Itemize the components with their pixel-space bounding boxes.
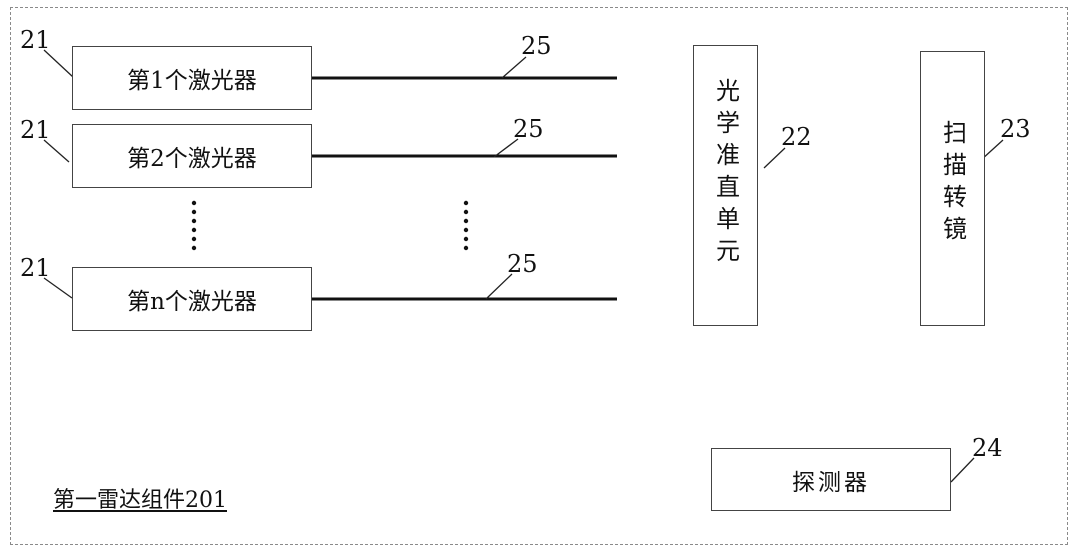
- leader-21-a: [43, 49, 74, 78]
- ref-25-a: 25: [521, 32, 552, 60]
- leader-21-c: [43, 277, 73, 299]
- scanner-box: 扫描转镜: [920, 51, 985, 326]
- ref-23: 23: [1000, 115, 1031, 143]
- laser-label-2: 第2个激光器: [127, 146, 257, 172]
- ref-25-b: 25: [513, 115, 544, 143]
- ref-22: 22: [781, 123, 812, 151]
- assembly-caption: 第一雷达组件201: [53, 488, 227, 513]
- radar-assembly-boundary: [10, 7, 1068, 545]
- ref-25-c: 25: [507, 250, 538, 278]
- ref-21-c: 21: [20, 254, 51, 282]
- laser-box-n: 第n个激光器: [72, 267, 312, 331]
- fiber-ellipsis: [463, 200, 469, 251]
- leader-25-b: [493, 138, 519, 158]
- ref-21-b: 21: [20, 116, 51, 144]
- collimator-box: 光学准直单元: [693, 45, 758, 326]
- leader-24: [950, 457, 975, 483]
- ref-21-a: 21: [20, 26, 51, 54]
- leader-25-a: [501, 56, 527, 79]
- ref-24: 24: [972, 434, 1003, 462]
- laser-label-1: 第1个激光器: [127, 68, 257, 94]
- laser-label-n: 第n个激光器: [127, 289, 257, 315]
- collimator-label: 光学准直单元: [711, 78, 740, 270]
- laser-box-2: 第2个激光器: [72, 124, 312, 188]
- laser-box-1: 第1个激光器: [72, 46, 312, 110]
- leader-22: [763, 147, 786, 169]
- leader-25-c: [485, 273, 513, 300]
- detector-label: 探测器: [792, 469, 870, 496]
- laser-ellipsis: [191, 200, 197, 251]
- scanner-label: 扫描转镜: [938, 120, 967, 248]
- leader-21-b: [43, 139, 70, 163]
- detector-box: 探测器: [711, 448, 951, 511]
